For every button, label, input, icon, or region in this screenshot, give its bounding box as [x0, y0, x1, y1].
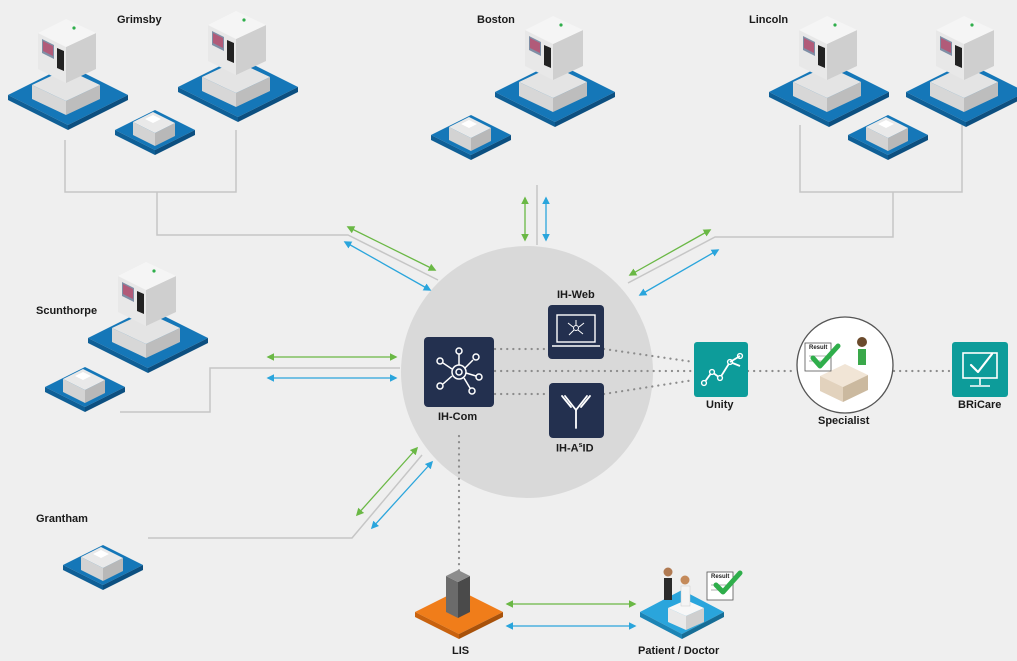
bricare-icon — [952, 342, 1008, 397]
site-label-boston: Boston — [477, 14, 515, 26]
ih-com-label: IH-Com — [438, 411, 478, 423]
boston-box-device — [431, 115, 511, 160]
unity-icon — [694, 342, 748, 397]
grantham-box-device — [63, 545, 143, 590]
bricare-label: BRiCare — [958, 399, 1002, 411]
ih-web-icon — [548, 305, 604, 359]
ih-asid-icon — [549, 383, 604, 438]
grimsby-analyzer-1 — [8, 19, 128, 130]
site-label-scunthorpe: Scunthorpe — [36, 305, 98, 317]
specialist-icon — [796, 316, 894, 414]
grimsby-analyzer-2 — [178, 11, 298, 122]
patient-doctor-label: Patient / Doctor — [638, 645, 720, 657]
specialist-label: Specialist — [818, 415, 870, 427]
site-label-grimsby: Grimsby — [117, 14, 162, 26]
boston-analyzer — [495, 16, 615, 127]
lincoln-analyzer-1 — [769, 16, 889, 127]
ih-asid-label: IH-AsID — [556, 442, 594, 455]
site-label-grantham: Grantham — [36, 513, 88, 525]
site-label-lincoln: Lincoln — [749, 14, 789, 26]
ih-web-label: IH-Web — [557, 289, 595, 301]
scunthorpe-box-device — [45, 367, 125, 412]
patient-result-tag: Result — [711, 574, 730, 580]
lis-server-icon — [415, 570, 503, 639]
lis-label: LIS — [452, 645, 470, 657]
lincoln-analyzer-2 — [906, 16, 1017, 127]
grimsby-box-device — [115, 110, 195, 155]
scunthorpe-analyzer — [88, 262, 208, 373]
specialist-result-tag: Result — [809, 345, 828, 351]
lincoln-box-device — [848, 115, 928, 160]
unity-label: Unity — [706, 399, 734, 411]
patient-doctor-icon — [640, 567, 743, 639]
ih-com-icon — [424, 337, 494, 407]
